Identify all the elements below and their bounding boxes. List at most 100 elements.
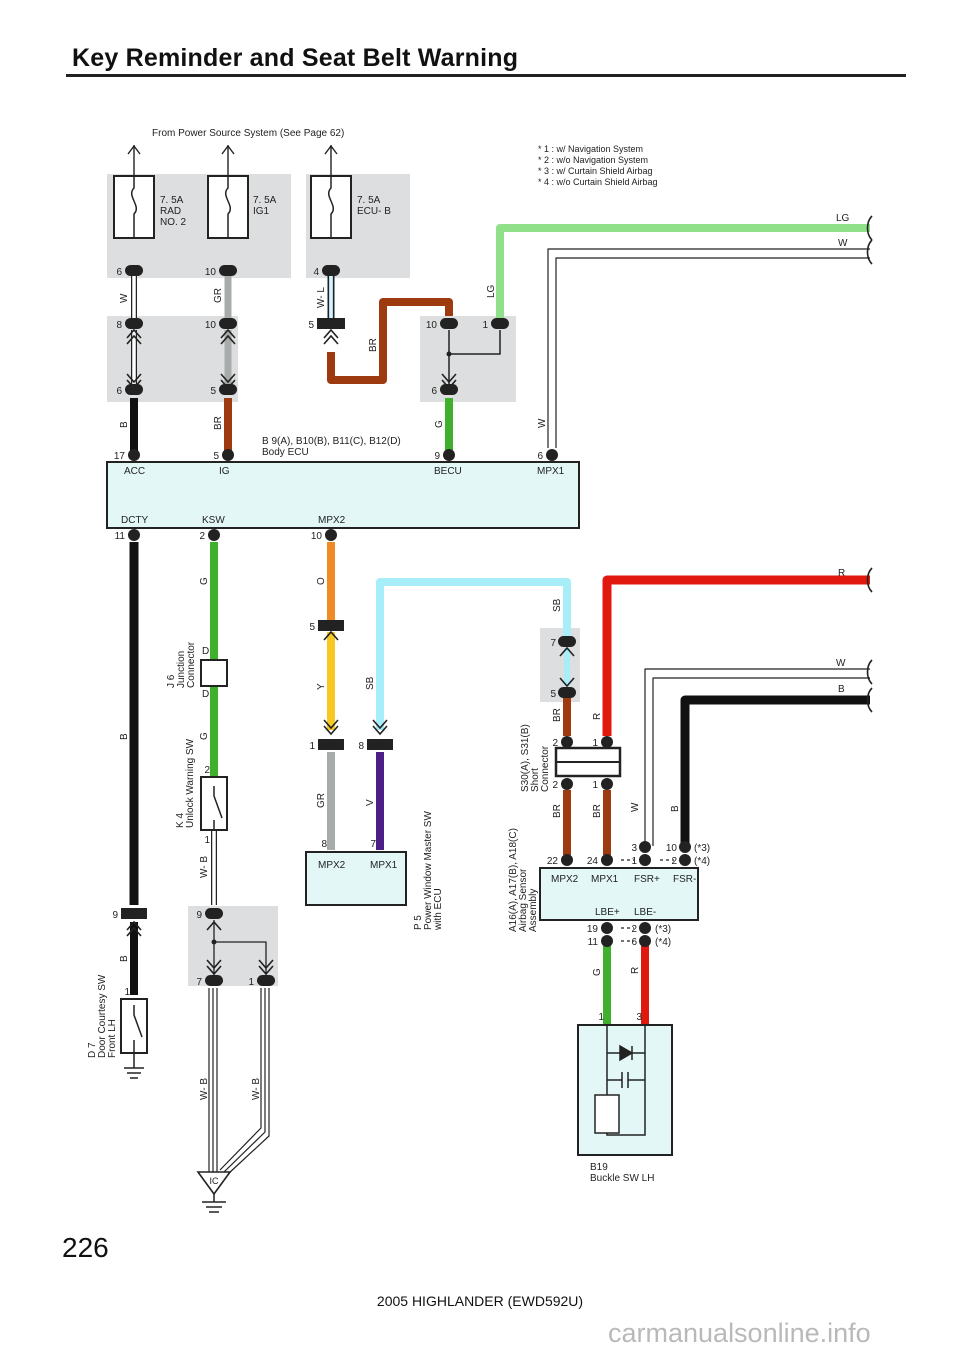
svg-text:5: 5	[213, 451, 219, 462]
pin-d-9: D	[446, 450, 453, 460]
svg-text:G: G	[592, 968, 603, 976]
ground-symbols	[124, 1060, 226, 1213]
svg-text:2: 2	[204, 765, 210, 776]
airbag-c-10: C	[682, 842, 689, 852]
svg-text:10: 10	[205, 320, 217, 331]
svg-text:6: 6	[431, 386, 437, 397]
svg-text:9: 9	[112, 910, 118, 921]
j6-junction-box	[200, 659, 228, 687]
fuse-1-rating: 7. 5A	[160, 195, 184, 206]
svg-text:3: 3	[631, 843, 637, 854]
body-ecu-box	[106, 461, 580, 529]
svg-text:W: W	[537, 418, 548, 428]
svg-text:B: B	[838, 684, 845, 695]
conn-1h: 1H	[443, 384, 455, 394]
svg-text:R: R	[592, 713, 603, 720]
svg-text:BR: BR	[368, 338, 379, 352]
svg-text:2: 2	[552, 738, 558, 749]
airbag-note-4b: (*4)	[655, 937, 671, 948]
svg-text:W: W	[119, 293, 130, 303]
svg-text:2: 2	[552, 780, 558, 791]
svg-text:G: G	[199, 577, 210, 585]
svg-text:2: 2	[199, 531, 205, 542]
svg-text:1: 1	[124, 987, 130, 998]
d7-code: D 7	[87, 1042, 98, 1058]
svg-text:8: 8	[116, 320, 122, 331]
k4-switch-symbol	[213, 786, 223, 830]
conn-2a: 2A	[325, 265, 336, 275]
wire-color-labels: W GR W- L LG BR B BR G W LG W G D D G W-…	[119, 213, 850, 1100]
d7-name: Door Courtesy SW	[97, 974, 108, 1058]
svg-text:17: 17	[114, 451, 126, 462]
svg-text:8: 8	[358, 741, 364, 752]
airbag-c-1: C	[642, 855, 649, 865]
conn-ib2-right: IB2	[373, 739, 387, 749]
j6-name: Junction	[176, 651, 187, 688]
conn-1g: 1G	[443, 318, 455, 328]
svg-text:6: 6	[537, 451, 543, 462]
fuse-labels: 7. 5A RAD NO. 2 7. 5A IG1 7. 5A ECU- B	[160, 195, 391, 228]
svg-text:B: B	[670, 805, 681, 812]
component-names: J 6 Junction Connector K 4 Unlock Warnin…	[87, 641, 710, 1184]
airbag-note-4a: (*4)	[694, 856, 710, 867]
p5-box	[305, 851, 407, 906]
svg-text:1: 1	[592, 780, 598, 791]
airbag-a-6: A	[642, 936, 648, 946]
svg-text:R: R	[838, 568, 845, 579]
svg-text:5: 5	[309, 622, 315, 633]
svg-text:D: D	[202, 689, 209, 700]
svg-text:7: 7	[550, 638, 556, 649]
svg-text:9: 9	[196, 910, 202, 921]
svg-text:2: 2	[671, 856, 677, 867]
svg-text:5: 5	[210, 386, 216, 397]
svg-text:3: 3	[636, 1012, 642, 1023]
pin-ig: IG	[219, 466, 230, 477]
pin-a-10: A	[328, 530, 334, 540]
svg-text:V: V	[365, 799, 376, 806]
svg-text:GR: GR	[316, 793, 327, 808]
pin-c-11: C	[131, 530, 138, 540]
pin-mpx1: MPX1	[537, 466, 565, 477]
svg-text:SB: SB	[365, 676, 376, 690]
conn-4g: 4G	[208, 908, 220, 918]
pin-dcty: DCTY	[121, 515, 149, 526]
svg-text:11: 11	[115, 531, 126, 542]
svg-text:6: 6	[116, 267, 122, 278]
svg-text:2: 2	[631, 924, 637, 935]
airbag-a-19: A	[604, 923, 610, 933]
pin-ksw: KSW	[202, 515, 225, 526]
svg-text:8: 8	[321, 839, 327, 850]
ground-ic-label: IC	[210, 1176, 220, 1186]
svg-text:GR: GR	[213, 288, 224, 303]
svg-text:19: 19	[587, 924, 599, 935]
j6-name2: Connector	[186, 641, 197, 688]
fuse-3-rating: 7. 5A	[357, 195, 381, 206]
svg-text:BR: BR	[592, 804, 603, 818]
svg-text:BR: BR	[552, 804, 563, 818]
svg-text:1: 1	[631, 856, 637, 867]
connector-badges: 1J 1K 2A 3A 3A IC3 1G 1K 3C 3B 1H A A D …	[121, 265, 691, 1186]
airbag-code: A16(A), A17(B), A18(C)	[508, 828, 519, 932]
wire-break-marks	[866, 215, 873, 713]
svg-text:10: 10	[426, 320, 438, 331]
pin-a-17: A	[131, 450, 137, 460]
airbag-pin-fsr-minus: FSR-	[673, 874, 696, 885]
svg-text:B: B	[119, 733, 130, 740]
d7-name2: Front LH	[107, 1019, 118, 1058]
short-b-1: B	[604, 737, 610, 747]
svg-text:7: 7	[196, 977, 202, 988]
airbag-name: Airbag Sensor	[518, 868, 529, 932]
fuse-2-name: IG1	[253, 206, 270, 217]
buckle-internals	[594, 1025, 646, 1136]
body-ecu-connectors: B 9(A), B10(B), B11(C), B12(D)	[262, 436, 401, 447]
body-ecu-labels: B 9(A), B10(B), B11(C), B12(D) Body ECU …	[121, 436, 565, 526]
conn-1k: 1K	[222, 265, 233, 275]
fuse-2-rating: 7. 5A	[253, 195, 277, 206]
svg-text:W- B: W- B	[199, 1078, 210, 1100]
conn-4n: 4N	[260, 975, 272, 985]
conn-4a: 4A	[561, 687, 572, 697]
svg-text:W- L: W- L	[316, 287, 327, 308]
airbag-note-3a: (*3)	[694, 843, 710, 854]
note-2: * 2 : w/o Navigation System	[538, 155, 648, 165]
